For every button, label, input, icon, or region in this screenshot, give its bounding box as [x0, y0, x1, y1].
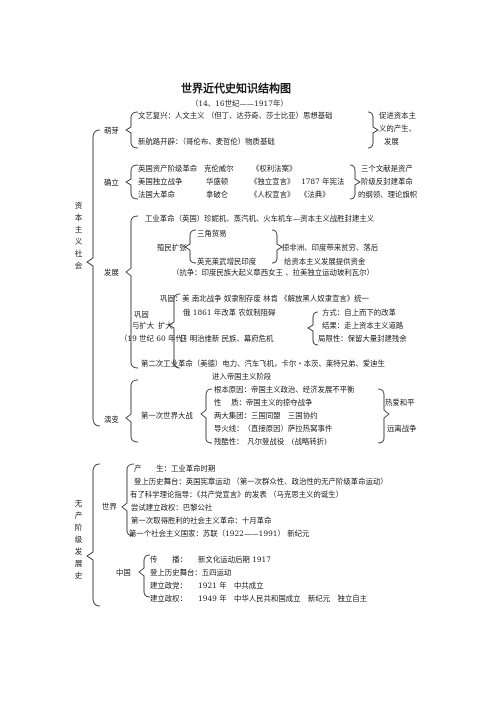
page-subtitle: （14、16世纪——1917年） [191, 99, 288, 108]
plunder-effect: 掠非洲、印度带来贫穷、落后 [282, 243, 379, 252]
reform-japan: 日 明治维新 民族、幕府危机 [180, 334, 274, 343]
british-india: 英克莱武增民印度 [197, 257, 257, 266]
ww1-blocs: 两大集团：三国同盟 三国协约 [214, 411, 318, 420]
world-line-2: 登上历史舞台：英国宪章运动 （第一次群众性、政治性的无产阶级革命运动） [134, 477, 388, 486]
label-1860s: （19 世纪 60 年代） [120, 334, 191, 343]
leader-cromwell: 克伦威尔 [204, 164, 234, 173]
reform-method: 方式：自上而下的改革 [322, 308, 396, 317]
establish-note-3: 的纲领、理论旗帜 [358, 190, 418, 199]
ww1-nature: 性 质：帝国主义的掠夺战争 [214, 398, 313, 407]
doc-constitution-1787: 1787 年宪法 [301, 177, 345, 186]
china-line-4: 建立政权： 1949 年 中华人民共和国成立 新纪元 独立自主 [150, 594, 368, 603]
sprout-note-3: 发展 [384, 137, 399, 146]
establish-note-2: 阶级反封建革命 [361, 177, 413, 186]
doc-bill-of-rights: 《权利法案》 [252, 164, 297, 173]
leader-napoleon: 拿破仑 [206, 190, 229, 199]
doc-declaration: 《独立宣言》 [250, 177, 295, 186]
china-line-2: 登上历史舞台：五四运动 [150, 568, 232, 577]
page-title: 世界近代史知识结构图 [181, 82, 291, 95]
world-war-one: 第一次世界大战 [141, 411, 193, 420]
sprout-note-2: 义的产生、 [379, 124, 416, 133]
second-industrial-revolution: 第二次工业革命（美德）电力、汽车飞机，卡尔・本茨、莱特兄弟、爱迪生 [141, 359, 385, 368]
ww1-note-peace: 热爱和平 [385, 398, 415, 407]
resistance-note: （抗争：印度民族大起义章西女王 、拉美独立运动玻利瓦尔） [172, 268, 374, 277]
revolution-england: 英国资产阶级革命 [138, 164, 198, 173]
world-line-4: 尝试建立政权：巴黎公社 [131, 503, 213, 512]
colonial-expansion: 殖民扩张 [157, 243, 187, 252]
imperialism-stage: 进入帝国主义阶段 [212, 372, 272, 381]
sprout-line-1: 文艺复兴：人文主义 （但丁、达芬奇、莎士比亚）思想基础 [138, 111, 333, 120]
label-world: 世界 [102, 502, 117, 511]
reform-russia: 俄 1861 年改革 农奴制阻碍 [183, 308, 276, 317]
label-establish: 确立 [104, 178, 119, 187]
sprout-note-1: 促进资本主 [379, 111, 416, 120]
china-line-1: 传 播： 新文化运动后期 1917 [150, 555, 271, 564]
ww1-root-cause: 根本原因：帝国主义政治、经济发展不平衡 [214, 385, 355, 394]
capital-effect: 给资本主义发展提供资金 [284, 257, 366, 266]
sprout-line-2: 新航路开辟：（哥伦布、麦哲伦）物质基础 [138, 137, 275, 146]
ww1-trigger: 导火线： （直接原因）萨拉热窝事件 [214, 424, 333, 433]
world-line-1: 产 生：工业革命时期 [134, 464, 216, 473]
establish-note-1: 三个文献是资产 [361, 164, 413, 173]
reform-result: 结果：走上资本主义道路 [322, 321, 404, 330]
world-line-6: 第一个社会主义国家：苏联（1922——1991） 新纪元 [129, 529, 310, 538]
revolution-france: 法国大革命 [138, 190, 175, 199]
ww1-note-war: 远离战争 [387, 424, 417, 433]
label-expand: 与扩大 [132, 321, 155, 330]
label-sprout: 萌芽 [104, 126, 119, 135]
side-label-capitalism: 资本主义社会 [74, 201, 83, 270]
label-evolve: 演变 [104, 415, 119, 424]
side-label-proletariat: 无产阶级发展史 [74, 499, 83, 580]
triangle-trade: 三角贸易 [197, 229, 227, 238]
label-develop: 发展 [104, 268, 119, 277]
label-china: 中国 [116, 568, 131, 577]
reform-limitation: 局限性：保留大量封建残余 [318, 334, 407, 343]
label-consolidate: 巩固 [134, 310, 149, 319]
world-line-3: 有了科学理论指导：《共产党宣言》的发表 （马克思主义的诞生） [130, 490, 343, 499]
china-line-3: 建立政党： 1921 年 中共成立 [150, 581, 264, 590]
world-line-5: 第一次取得胜利的社会主义革命：十月革命 [131, 516, 272, 525]
industrial-revolution: 工业革命（英国）珍妮机、蒸汽机、火车机车—资本主义战胜封建主义 [145, 214, 375, 223]
leader-washington: 华盛顿 [206, 177, 229, 186]
revolution-usa: 美国独立战争 [138, 177, 183, 186]
label-expand-2: 扩大 [158, 321, 173, 330]
reform-usa: 巩固：美 南北战争 奴隶制存废 林肯 《解放黑人奴隶宣言》统一 [160, 294, 369, 303]
doc-rights-of-man: 《人权宣言》 [250, 190, 295, 199]
ww1-brutality: 残酷性： 凡尔登战役 (战略转折) [214, 437, 327, 446]
doc-code: 《法典》 [300, 190, 330, 199]
